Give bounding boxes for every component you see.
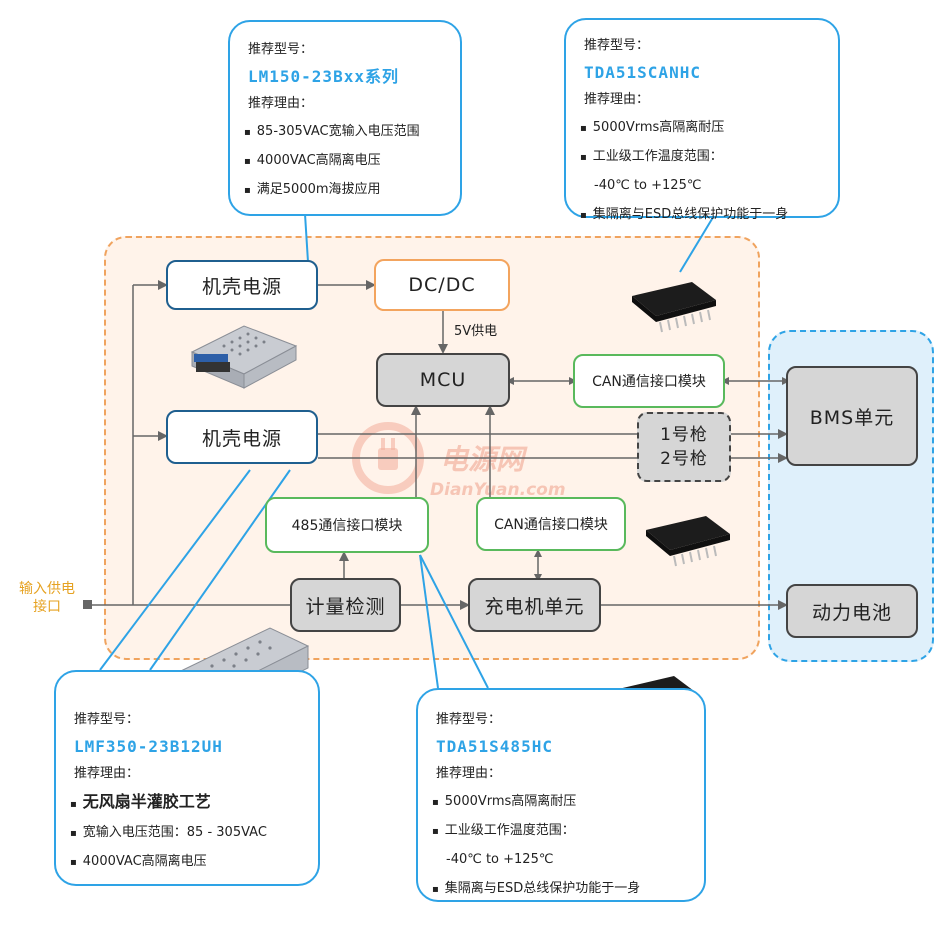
mcu-block: MCU [376,353,510,407]
callout-title: 推荐型号： [584,38,650,53]
callout-title: 推荐型号： [436,712,502,727]
chassis-power-supply-1: 机壳电源 [166,260,318,310]
callout-reason-list: 5000Vrms高隔离耐压 工业级工作温度范围： -40℃ to +125℃ 集… [580,114,838,230]
callout-model: TDA51S485HC [436,737,553,756]
charging-guns: 1号枪 2号枪 [637,412,731,482]
list-item: 4000VAC高隔离电压 [244,147,460,176]
callout-model: TDA51SCANHC [584,63,701,82]
list-item: 5000Vrms高隔离耐压 [432,788,704,817]
list-item: -40℃ to +125℃ [594,178,702,193]
chip-can-image-2 [636,512,736,570]
gun-2-label: 2号枪 [660,449,708,469]
power-supply-lm150-image [184,312,300,392]
callout-reason-title: 推荐理由： [436,766,502,781]
list-item: 工业级工作温度范围： [580,143,838,172]
list-item: 满足5000m海拔应用 [244,176,460,205]
list-item: 集隔离与ESD总线保护功能于一身 [580,201,838,230]
callout-reason-title: 推荐理由： [74,766,140,781]
bms-unit: BMS单元 [786,366,918,466]
callout-lmf350: 推荐型号： LMF350-23B12UH 推荐理由： 无风扇半灌胶工艺 宽输入电… [54,670,320,886]
callout-model: LM150-23Bxx系列 [248,67,399,86]
callout-model: LMF350-23B12UH [74,737,223,756]
callout-tda-can: 推荐型号： TDA51SCANHC 推荐理由： 5000Vrms高隔离耐压 工业… [564,18,840,222]
can-interface-module-2: CAN通信接口模块 [476,497,626,551]
input-label-line-1: 输入供电 [19,581,75,597]
list-item: 无风扇半灌胶工艺 [70,788,318,819]
chip-can-image-1 [622,278,722,336]
dcdc-block: DC/DC [374,259,510,311]
callout-title: 推荐型号： [248,42,314,57]
list-item: 集隔离与ESD总线保护功能于一身 [432,875,704,904]
supply-5v-label: 5V供电 [454,324,498,339]
list-item: 工业级工作温度范围： [432,817,704,846]
chassis-power-supply-2: 机壳电源 [166,410,318,464]
list-item: 85-305VAC宽输入电压范围 [244,118,460,147]
input-supply-label: 输入供电 接口 [10,580,84,616]
callout-reason-title: 推荐理由： [584,92,650,107]
callout-reason-list: 无风扇半灌胶工艺 宽输入电压范围：85 - 305VAC 4000VAC高隔离电… [70,788,318,877]
callout-title: 推荐型号： [74,712,140,727]
can-interface-module-1: CAN通信接口模块 [573,354,725,408]
charger-unit: 充电机单元 [468,578,601,632]
callout-lm150: 推荐型号： LM150-23Bxx系列 推荐理由： 85-305VAC宽输入电压… [228,20,462,216]
list-item: 宽输入电压范围：85 - 305VAC [70,819,318,848]
input-label-line-2: 接口 [33,599,61,615]
rs485-interface-module: 485通信接口模块 [265,497,429,553]
callout-reason-list: 5000Vrms高隔离耐压 工业级工作温度范围： -40℃ to +125℃ 集… [432,788,704,904]
watermark-en: DianYuan.com [430,480,566,500]
callout-tda-485: 推荐型号： TDA51S485HC 推荐理由： 5000Vrms高隔离耐压 工业… [416,688,706,902]
watermark-cn: 电源网 [440,443,525,476]
callout-reason-title: 推荐理由： [248,96,314,111]
list-item: -40℃ to +125℃ [446,852,554,867]
gun-1-label: 1号枪 [660,425,708,445]
metering-block: 计量检测 [290,578,401,632]
callout-reason-list: 85-305VAC宽输入电压范围 4000VAC高隔离电压 满足5000m海拔应… [244,118,460,205]
list-item: 5000Vrms高隔离耐压 [580,114,838,143]
power-battery: 动力电池 [786,584,918,638]
list-item: 4000VAC高隔离电压 [70,848,318,877]
